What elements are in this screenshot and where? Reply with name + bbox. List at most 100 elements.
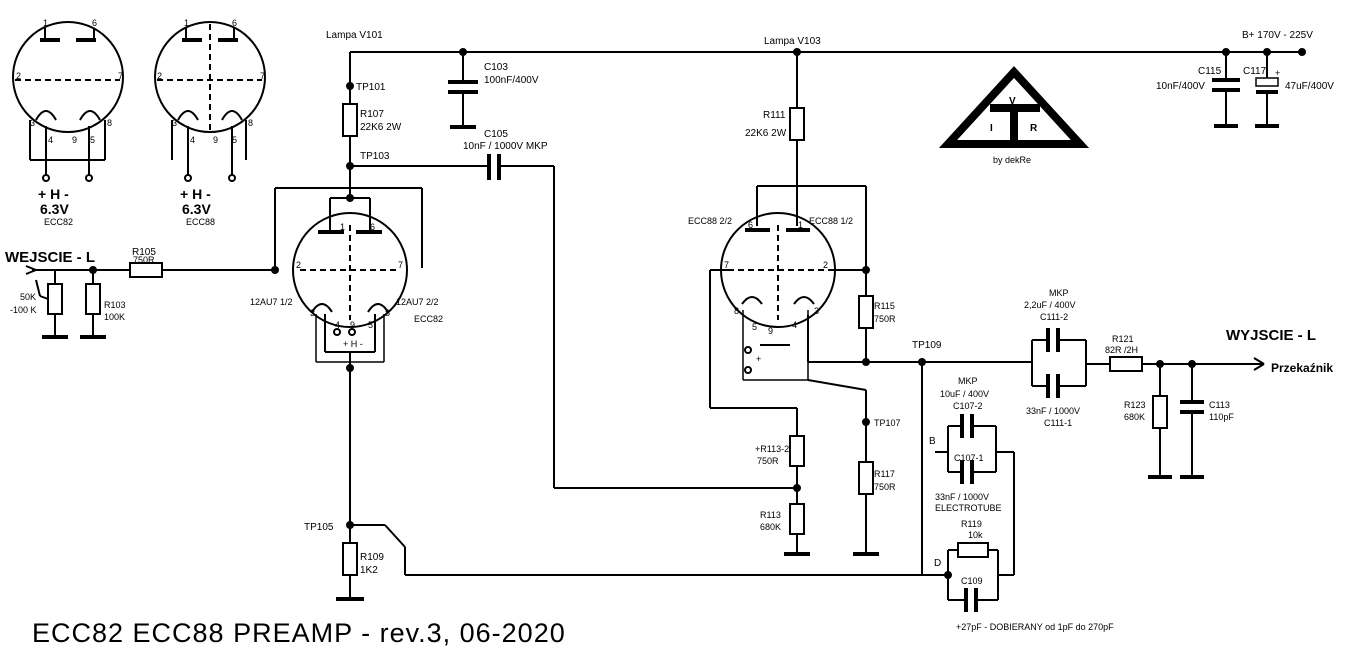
c109-note: +27pF - DOBIERANY od 1pF do 270pF	[956, 622, 1114, 632]
v101-pin-9: 9	[350, 320, 355, 330]
c107-2-name: C107-2	[953, 401, 983, 411]
v103-heater-plus: +	[756, 354, 761, 364]
r111-name: R111	[763, 110, 786, 121]
ecc88-pin-8: 8	[248, 118, 253, 128]
c107-2-type: MKP	[958, 376, 978, 386]
r119-value: 10k	[968, 530, 983, 540]
c109-name: C109	[961, 576, 983, 586]
logo-credit: by dekRe	[993, 155, 1031, 165]
label-lampa-v101: Lampa V101	[326, 30, 383, 41]
c115-value: 10nF/400V	[1156, 81, 1205, 92]
c111-1-name: C111-1	[1044, 418, 1072, 428]
vir-logo	[938, 66, 1090, 148]
cathode-bypass-network	[921, 362, 1015, 612]
r123-value: 680K	[1124, 412, 1145, 422]
labels: Lampa V101 Lampa V103 B+ 170V - 225V TP1…	[5, 18, 1334, 632]
pinout-ecc82	[12, 21, 124, 182]
ecc88-pin-4: 4	[190, 135, 195, 145]
tp101: TP101	[356, 82, 386, 93]
c107-1-value: 33nF / 1000V	[935, 492, 989, 502]
v103-pin-6: 6	[748, 220, 753, 230]
r115-value: 750R	[874, 314, 896, 324]
node-d: D	[934, 558, 941, 569]
resistor-r111	[756, 52, 867, 296]
pinout-ecc88	[154, 21, 266, 182]
ecc82-name: ECC82	[44, 217, 73, 227]
v101-left-label: 12AU7 1/2	[250, 297, 293, 307]
c113-name: C113	[1209, 400, 1230, 410]
input-label: WEJSCIE - L	[5, 249, 95, 266]
ecc82-pin-3: 3	[30, 118, 35, 128]
resistor-r115	[807, 266, 1032, 366]
r117-value: 750R	[874, 482, 896, 492]
logo-i: I	[990, 123, 993, 134]
ecc88-heater: + H -	[180, 186, 211, 202]
ecc88-pin-3: 3	[172, 118, 177, 128]
ecc88-pin-7: 7	[260, 71, 265, 81]
tp109: TP109	[912, 340, 942, 351]
output-label: WYJSCIE - L	[1226, 327, 1316, 344]
v101-type: ECC82	[414, 314, 443, 324]
v103-pin-9: 9	[768, 326, 773, 336]
pot-value-2: -100 K	[10, 305, 37, 315]
b-plus-rail	[350, 48, 1306, 56]
c117-name: C117	[1243, 66, 1267, 77]
r115-name: R115	[874, 301, 895, 311]
v101-plate-wiring	[271, 166, 423, 274]
ecc82-pin-1: 1	[43, 18, 48, 28]
v103-pin-8: 8	[734, 306, 739, 316]
r109-name: R109	[360, 552, 384, 563]
v101-pin-6: 6	[370, 222, 375, 232]
label-supply: B+ 170V - 225V	[1242, 30, 1313, 41]
tp105: TP105	[304, 522, 334, 533]
resistor-r113-chain	[784, 435, 810, 556]
v103-pin-4: 4	[792, 320, 797, 330]
ecc88-pin-1: 1	[184, 18, 189, 28]
c113-value: 110pF	[1209, 412, 1234, 422]
ecc82-pin-7: 7	[118, 71, 123, 81]
v101-right-label: 12AU7 2/2	[396, 297, 439, 307]
label-lampa-v103: Lampa V103	[764, 36, 821, 47]
c103-name: C103	[484, 62, 508, 73]
resistor-r109	[336, 362, 364, 601]
r123-name: R123	[1124, 400, 1146, 410]
r107-value: 22K6 2W	[360, 122, 402, 133]
r117-name: R117	[874, 469, 895, 479]
r113-value: 680K	[760, 522, 781, 532]
tp107: TP107	[874, 418, 901, 428]
feedback-line	[350, 524, 952, 579]
c111-2-value: 2,2uF / 400V	[1024, 300, 1076, 310]
ecc88-pin-2: 2	[157, 71, 162, 81]
v103-pin-5: 5	[752, 322, 757, 332]
ecc88-pin-9: 9	[213, 135, 218, 145]
c105-value: 10nF / 1000V MKP	[463, 141, 548, 152]
output-network	[1031, 328, 1265, 479]
c103-value: 100nF/400V	[484, 75, 539, 86]
tp103: TP103	[360, 151, 390, 162]
r105-value: 750R	[133, 255, 155, 265]
capacitor-c115	[1212, 52, 1240, 128]
v101-pin-5: 5	[368, 320, 373, 330]
c107-1-note: ELECTROTUBE	[935, 503, 1002, 513]
c111-2-name: C111-2	[1040, 312, 1068, 322]
ecc82-pin-5: 5	[90, 135, 95, 145]
c115-name: C115	[1198, 66, 1222, 77]
v101-pin-3: 3	[310, 308, 315, 318]
r105-name: R105	[132, 247, 156, 258]
v101-pin-4: 4	[335, 320, 340, 330]
capacitor-c117	[1255, 52, 1279, 128]
c111-1-value: 33nF / 1000V	[1026, 406, 1080, 416]
r111-value: 22K6 2W	[745, 128, 787, 139]
page-title: ECC82 ECC88 PREAMP - rev.3, 06-2020	[32, 618, 566, 648]
r121-value: 82R /2H	[1105, 345, 1138, 355]
ecc88-pin-6: 6	[232, 18, 237, 28]
r121-name: R121	[1112, 334, 1134, 344]
v101-pin-2: 2	[296, 260, 301, 270]
v103-pin-7: 7	[724, 260, 729, 270]
r119-name: R119	[961, 519, 982, 529]
v103-right-label: ECC88 1/2	[809, 216, 853, 226]
ecc88-name: ECC88	[186, 217, 215, 227]
logo-v: V	[1009, 96, 1016, 107]
node-b: B	[929, 436, 936, 447]
